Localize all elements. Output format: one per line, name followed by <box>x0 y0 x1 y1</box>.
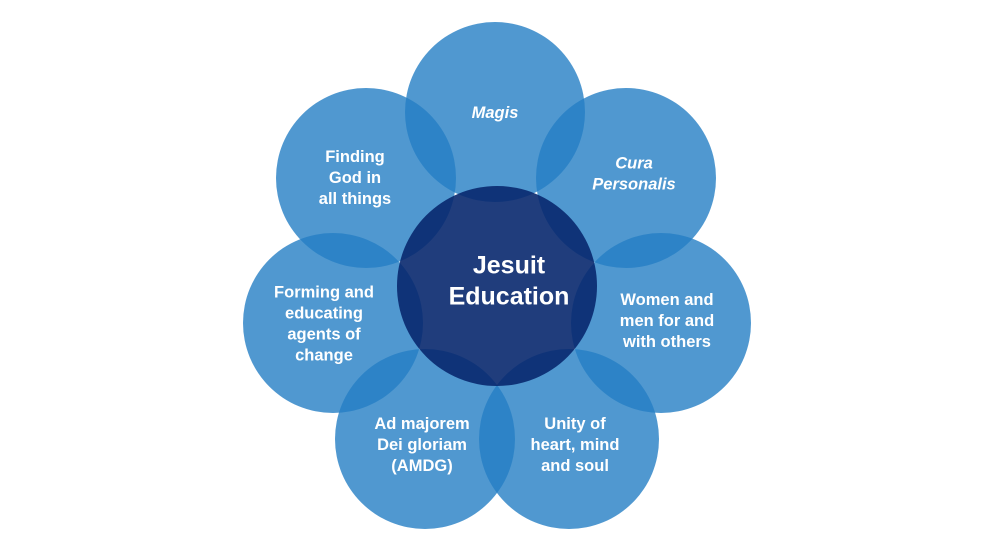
petal-label-cura-personalis-line: Cura <box>615 154 653 172</box>
petal-circle-unity-of-heart-mind-and-soul <box>479 349 659 529</box>
petal-label-finding-god-in-all-things-line: Finding <box>325 148 385 166</box>
petal-label-forming-and-educating-agents-of-change-line: educating <box>285 304 363 322</box>
petal-label-women-and-men-for-and-with-others-line: with others <box>622 333 711 351</box>
petal-label-unity-of-heart-mind-and-soul-line: Unity of <box>544 415 606 433</box>
center-label-line: Jesuit <box>473 251 546 279</box>
petal-label-women-and-men-for-and-with-others-line: men for and <box>620 312 714 330</box>
petal-label-ad-majorem-dei-gloriam-amdg-line: Dei gloriam <box>377 436 467 454</box>
petal-label-unity-of-heart-mind-and-soul-line: heart, mind <box>531 436 620 454</box>
petal-circle-finding-god-in-all-things <box>276 88 456 268</box>
petal-label-women-and-men-for-and-with-others: Women and men for and with others <box>620 291 714 351</box>
petal-label-unity-of-heart-mind-and-soul: Unity of heart, mind and soul <box>531 415 620 475</box>
petal-label-forming-and-educating-agents-of-change: Forming and educating agents of change <box>274 283 374 364</box>
petal-circle-forming-and-educating-agents-of-change <box>243 233 423 413</box>
center-circle <box>397 186 597 386</box>
petal-label-ad-majorem-dei-gloriam-amdg-line: (AMDG) <box>391 457 452 475</box>
center-label-line: Education <box>449 282 570 310</box>
petal-circle-cura-personalis <box>536 88 716 268</box>
petal-label-finding-god-in-all-things-line: all things <box>319 190 391 208</box>
petal-label-magis-line: Magis <box>472 104 519 122</box>
petal-label-finding-god-in-all-things-line: God in <box>329 169 381 187</box>
petal-label-forming-and-educating-agents-of-change-line: agents of <box>287 325 361 343</box>
petal-label-ad-majorem-dei-gloriam-amdg-line: Ad majorem <box>374 415 469 433</box>
petal-label-unity-of-heart-mind-and-soul-line: and soul <box>541 457 609 475</box>
petal-label-forming-and-educating-agents-of-change-line: Forming and <box>274 283 374 301</box>
petal-label-magis: Magis <box>472 104 519 122</box>
petal-label-women-and-men-for-and-with-others-line: Women and <box>620 291 713 309</box>
petal-label-cura-personalis-line: Personalis <box>592 175 675 193</box>
petal-label-forming-and-educating-agents-of-change-line: change <box>295 346 353 364</box>
